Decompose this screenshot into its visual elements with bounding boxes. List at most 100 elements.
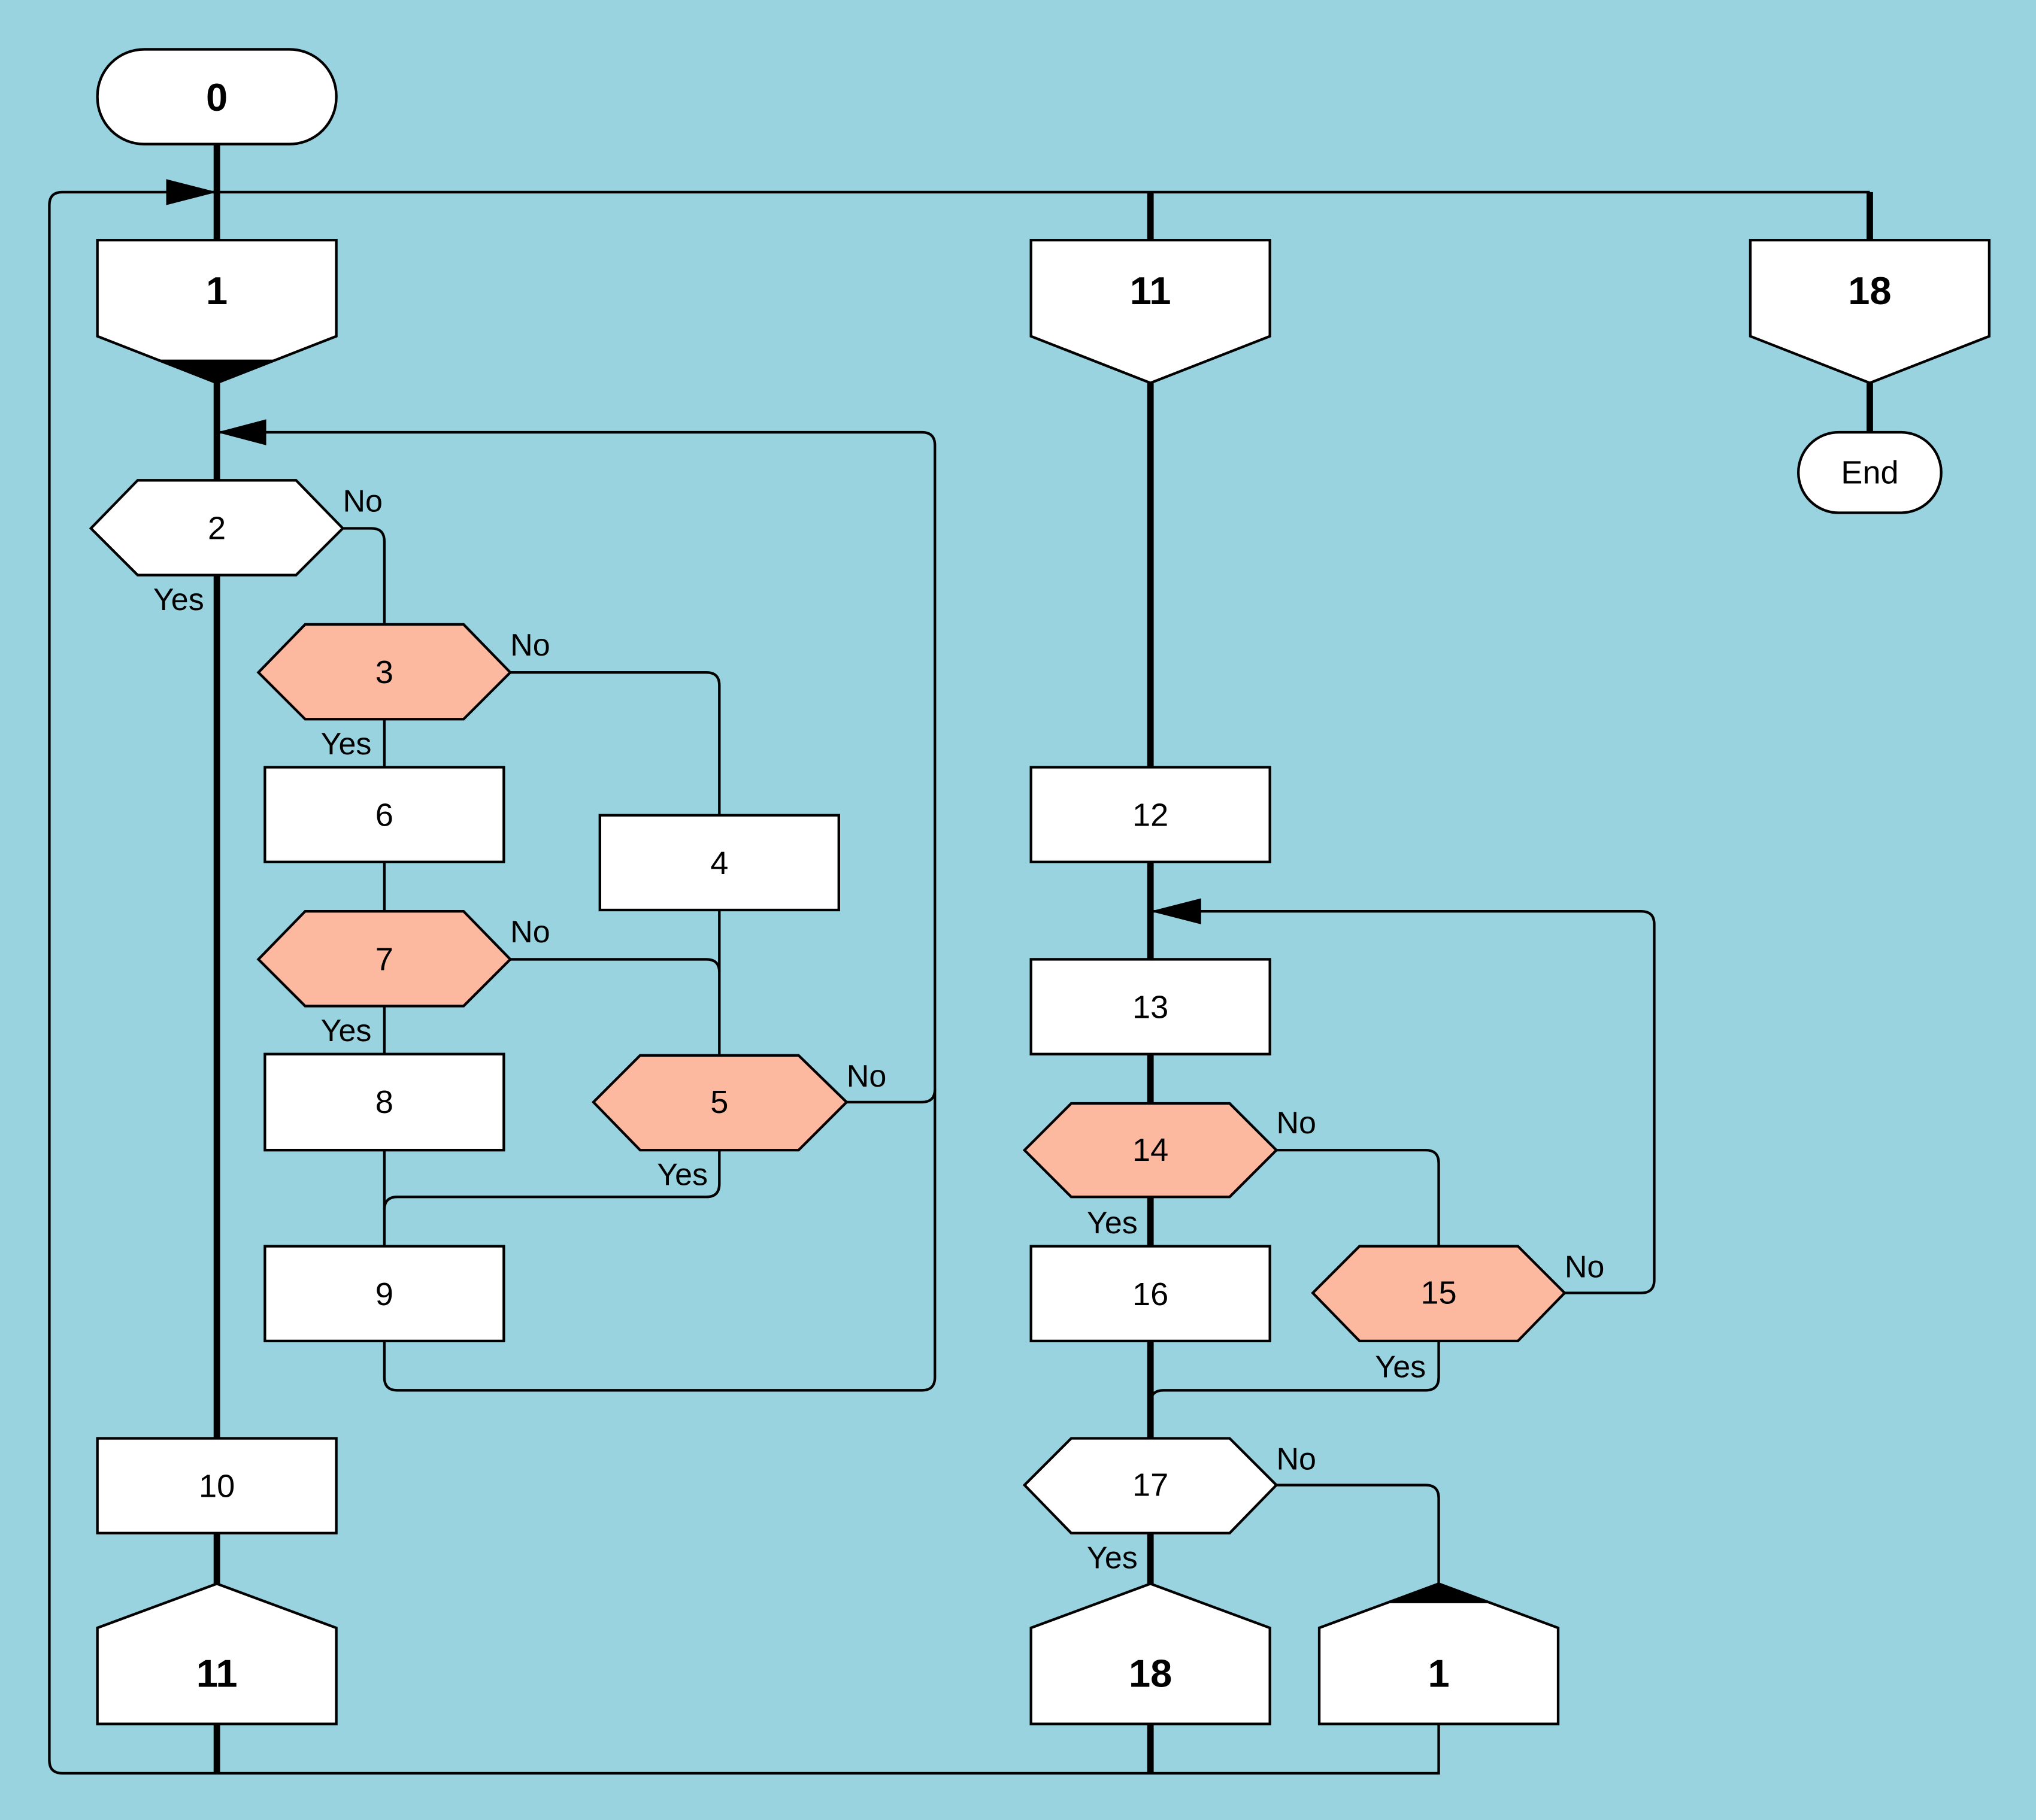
branch-marker-icon <box>156 359 278 383</box>
decision-shape <box>256 623 513 721</box>
node-18-branch-header[interactable]: 18 <box>1749 238 1991 384</box>
edge-17-no <box>1276 1484 1440 1584</box>
node-label: 3 <box>375 654 393 690</box>
connectors <box>48 142 1873 1775</box>
edge-7-no <box>510 958 721 973</box>
action-shape <box>1029 766 1271 863</box>
action-shape <box>263 766 505 863</box>
decision-shape <box>256 910 513 1008</box>
edge-2-no <box>343 527 386 623</box>
yes-label: Yes <box>1087 1540 1138 1575</box>
node-label: 16 <box>1132 1276 1168 1312</box>
start-terminator <box>96 48 338 145</box>
branch-header-shape <box>1749 238 1991 384</box>
branch-labels: No Yes No Yes No Yes No Yes No Yes No Ye… <box>153 484 1604 1575</box>
node-1-branch-header[interactable]: 1 <box>96 238 338 384</box>
left-return-loop <box>48 190 217 1775</box>
node-15-decision[interactable]: 15 <box>1311 1245 1567 1343</box>
node-label: 11 <box>1130 269 1171 313</box>
yes-label: Yes <box>657 1158 708 1193</box>
node-13-action[interactable]: 13 <box>1029 958 1271 1055</box>
action-shape <box>598 814 840 912</box>
node-5-decision[interactable]: 5 <box>591 1054 849 1152</box>
edge-15-no <box>1150 910 1656 1294</box>
node-16-action[interactable]: 16 <box>1029 1245 1271 1343</box>
branch-marker-icon <box>1386 1584 1491 1603</box>
node-label: 7 <box>375 941 393 977</box>
node-label: 0 <box>206 75 228 119</box>
action-shape <box>1029 1245 1271 1343</box>
node-label: 12 <box>1132 797 1168 833</box>
node-label: 18 <box>1848 269 1891 313</box>
node-2-decision[interactable]: 2 <box>89 479 345 577</box>
node-9-action[interactable]: 9 <box>263 1245 505 1343</box>
node-17-decision[interactable]: 17 <box>1022 1437 1278 1534</box>
node-18-address[interactable]: 18 <box>1029 1582 1271 1725</box>
node-label: 9 <box>375 1276 393 1312</box>
arrow-left-icon <box>1150 898 1201 924</box>
node-0[interactable]: 0 <box>96 48 338 145</box>
yes-label: Yes <box>321 1014 372 1048</box>
node-3-decision[interactable]: 3 <box>256 623 513 721</box>
node-label: 1 <box>206 269 228 313</box>
no-label: No <box>1565 1250 1604 1285</box>
node-label: 13 <box>1132 990 1168 1026</box>
node-label: 18 <box>1129 1651 1172 1695</box>
action-shape <box>263 1052 505 1152</box>
node-6-action[interactable]: 6 <box>263 766 505 863</box>
no-label: No <box>847 1059 887 1094</box>
no-label: No <box>1276 1106 1316 1140</box>
action-shape <box>263 1245 505 1343</box>
node-label: 1 <box>1428 1651 1449 1695</box>
end-terminator <box>1796 430 1943 514</box>
node-label: End <box>1841 454 1898 490</box>
node-label: 14 <box>1132 1132 1168 1168</box>
address-shape <box>1029 1582 1271 1725</box>
node-4-action[interactable]: 4 <box>598 814 840 912</box>
node-12-action[interactable]: 12 <box>1029 766 1271 863</box>
action-shape <box>96 1437 338 1534</box>
decision-shape <box>1311 1245 1567 1343</box>
node-label: 4 <box>710 845 728 881</box>
node-label: 6 <box>375 797 393 833</box>
node-label: 8 <box>375 1084 393 1120</box>
node-11-address[interactable]: 11 <box>96 1582 338 1725</box>
bottom-bus <box>217 1724 1440 1775</box>
address-shape <box>96 1582 338 1725</box>
node-8-action[interactable]: 8 <box>263 1052 505 1152</box>
no-label: No <box>510 628 550 663</box>
no-label: No <box>1276 1442 1316 1477</box>
node-7-decision[interactable]: 7 <box>256 910 513 1008</box>
decision-shape <box>1022 1102 1278 1199</box>
decision-shape <box>89 479 345 577</box>
node-14-decision[interactable]: 14 <box>1022 1102 1278 1199</box>
node-label: 15 <box>1420 1275 1456 1311</box>
yes-label: Yes <box>321 727 372 762</box>
address-shape <box>1317 1582 1560 1725</box>
edge-5-yes <box>383 1150 721 1210</box>
edge-14-no <box>1276 1148 1440 1246</box>
node-label: 11 <box>196 1651 238 1695</box>
no-label: No <box>343 484 383 518</box>
yes-label: Yes <box>1375 1350 1426 1385</box>
node-label: 10 <box>199 1469 235 1504</box>
node-label: 5 <box>710 1084 728 1120</box>
node-11-branch-header[interactable]: 11 <box>1029 238 1271 384</box>
node-10-action[interactable]: 10 <box>96 1437 338 1534</box>
arrow-right-icon <box>166 179 217 205</box>
node-end[interactable]: End <box>1796 430 1943 514</box>
node-label: 17 <box>1132 1467 1168 1503</box>
action-shape <box>1029 958 1271 1055</box>
branch-header-shape <box>1029 238 1271 384</box>
inner-loop-return <box>217 430 937 1392</box>
node-1-address[interactable]: 1 <box>1317 1582 1560 1725</box>
decision-shape <box>591 1054 849 1152</box>
no-label: No <box>510 915 550 950</box>
arrow-left-icon <box>217 419 266 445</box>
edge-3-no <box>510 671 721 815</box>
edge-15-yes <box>1149 1340 1440 1404</box>
yes-label: Yes <box>153 583 204 617</box>
decision-shape <box>1022 1437 1278 1534</box>
yes-label: Yes <box>1087 1206 1138 1240</box>
